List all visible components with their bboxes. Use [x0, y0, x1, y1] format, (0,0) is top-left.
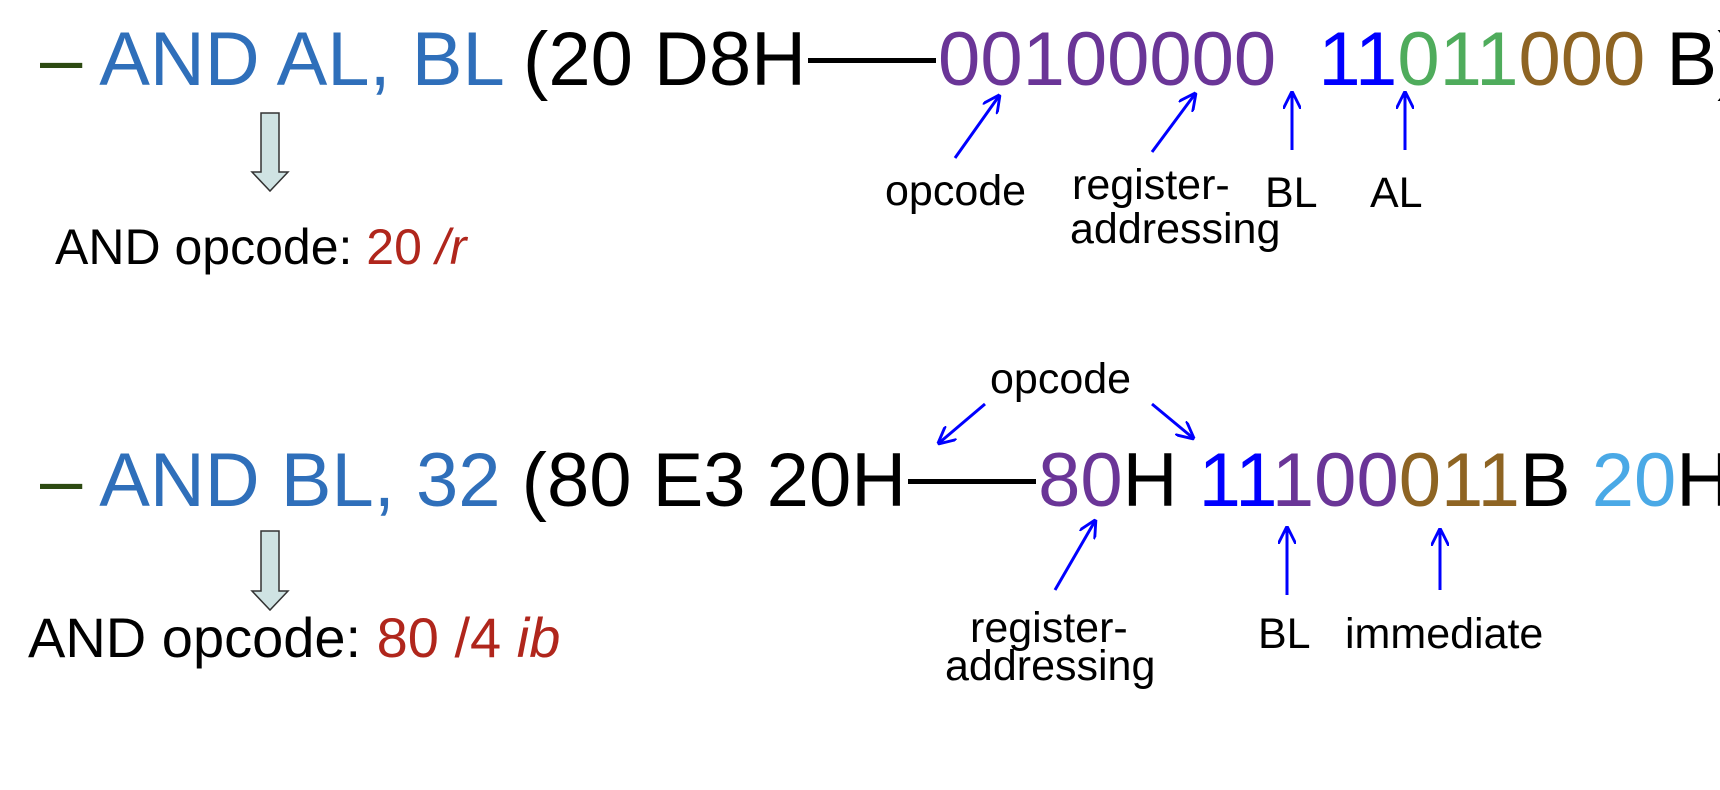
- immediate-value: 20: [1591, 438, 1677, 523]
- encoding-hex: (20 D8H: [523, 17, 807, 102]
- rm-bits: 000: [1518, 17, 1646, 102]
- label-immediate: immediate: [1345, 610, 1544, 658]
- reg-bits: 011: [1397, 17, 1519, 102]
- label-opcode-2: opcode: [990, 355, 1132, 403]
- instruction: AND AL, BL: [99, 17, 502, 102]
- down-arrow-icon-2: [250, 530, 290, 612]
- register-arrow-2: [1053, 521, 1095, 591]
- opcode-arrow-2b: [1151, 402, 1193, 438]
- opcode-code: 20: [366, 219, 436, 275]
- opcode-form: /r: [435, 219, 467, 275]
- label-register: register-: [1072, 161, 1230, 209]
- opcode-byte: 80: [1038, 438, 1123, 523]
- suffix: H): [1676, 438, 1720, 523]
- bullet: –: [40, 438, 83, 523]
- mod-bits: 11: [1198, 438, 1272, 523]
- label-addressing-2: addressing: [945, 642, 1156, 690]
- label-register-2: register-: [970, 604, 1128, 652]
- opcode-code: 80 /4: [376, 606, 517, 669]
- reg-bits: 100: [1271, 438, 1399, 523]
- bullet: –: [40, 17, 83, 102]
- encoding-hex: (80 E3 20H: [521, 438, 907, 523]
- rm-bits: 011: [1398, 438, 1520, 523]
- label-al: AL: [1370, 169, 1423, 217]
- connector-line: [808, 58, 937, 64]
- instruction: AND BL, 32: [99, 438, 501, 523]
- label-bl: BL: [1265, 169, 1318, 217]
- modrm-suffix: B: [1519, 438, 1592, 523]
- example1-opcode-line: AND opcode: 20 /r: [55, 222, 466, 272]
- opcode-arrow-2a: [939, 402, 986, 443]
- suffix: B): [1666, 17, 1720, 102]
- opcode-form: ib: [516, 606, 561, 669]
- opcode-byte-suffix: H: [1122, 438, 1199, 523]
- label-addressing: addressing: [1070, 205, 1281, 253]
- connector-line: [908, 479, 1037, 485]
- opcode-text: AND opcode:: [55, 219, 367, 275]
- mod-bits: 11: [1318, 17, 1398, 102]
- example2-opcode-line: AND opcode: 80 /4 ib: [28, 610, 560, 666]
- label-opcode: opcode: [885, 167, 1027, 215]
- opcode-text: AND opcode:: [28, 606, 377, 669]
- opcode-bits: 00100000: [938, 17, 1277, 102]
- register-arrow-1: [1150, 94, 1195, 153]
- down-arrow-icon-1: [250, 112, 290, 193]
- opcode-arrow-1: [953, 96, 999, 159]
- label-bl-2: BL: [1258, 610, 1311, 658]
